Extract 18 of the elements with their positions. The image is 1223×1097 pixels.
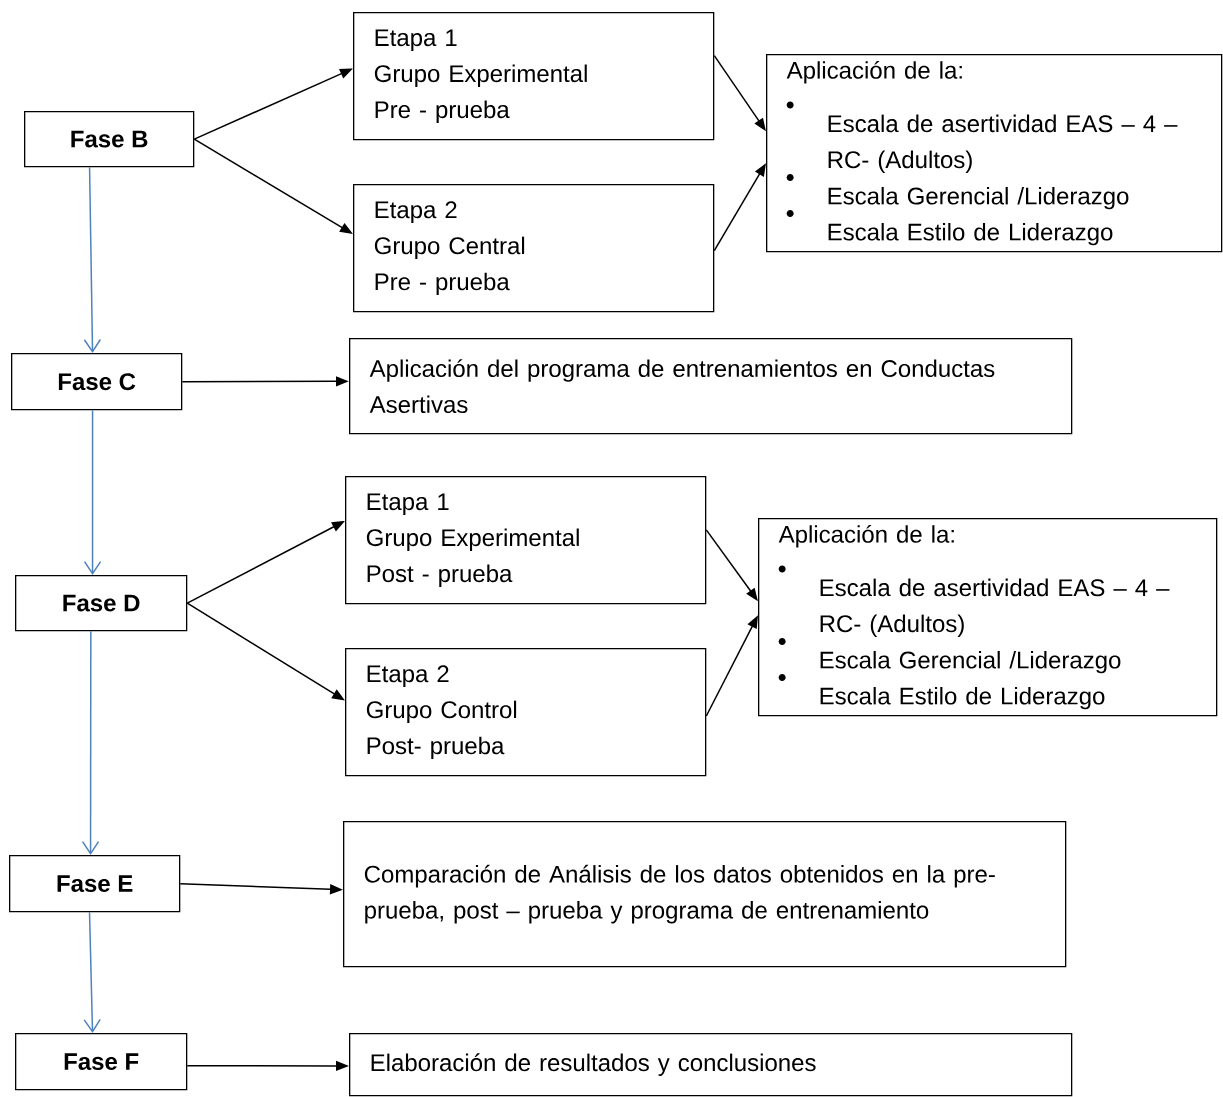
- phase-box: Fase C: [11, 353, 183, 411]
- arrow: [83, 166, 102, 353]
- process-box: Comparación de Análisis de los datos obtenidos en la pre- prueba, post – prueba y programa de entrenamiento: [343, 821, 1067, 968]
- process-box: Aplicación del programa de entrenamientos en Conductas Asertivas: [349, 338, 1073, 435]
- process-box: Etapa 2 Grupo Control Post- prueba: [345, 648, 707, 777]
- phase-box: Fase D: [15, 575, 188, 632]
- arrow: [81, 630, 100, 855]
- phase-box: Fase E: [9, 855, 181, 913]
- list-box: Aplicación de la: Escala de asertividad EAS – 4 – RC- (Adultos) Escala Gerencial /Liderazgo Escala Estilo de Liderazgo: [766, 54, 1223, 253]
- process-box: Elaboración de resultados y conclusiones: [349, 1033, 1073, 1097]
- process-box: Etapa 1 Grupo Experimental Post - prueba: [345, 476, 707, 605]
- list-box: Aplicación de la: Escala de asertividad EAS – 4 – RC- (Adultos) Escala Gerencial /Liderazgo Escala Estilo de Liderazgo: [758, 518, 1218, 717]
- arrow: [83, 911, 101, 1033]
- process-box: Etapa 2 Grupo Central Pre - prueba: [353, 184, 715, 313]
- process-box: Etapa 1 Grupo Experimental Pre - prueba: [353, 12, 715, 141]
- arrow: [83, 409, 102, 575]
- phase-box: Fase B: [24, 111, 195, 168]
- phase-box: Fase F: [15, 1033, 188, 1091]
